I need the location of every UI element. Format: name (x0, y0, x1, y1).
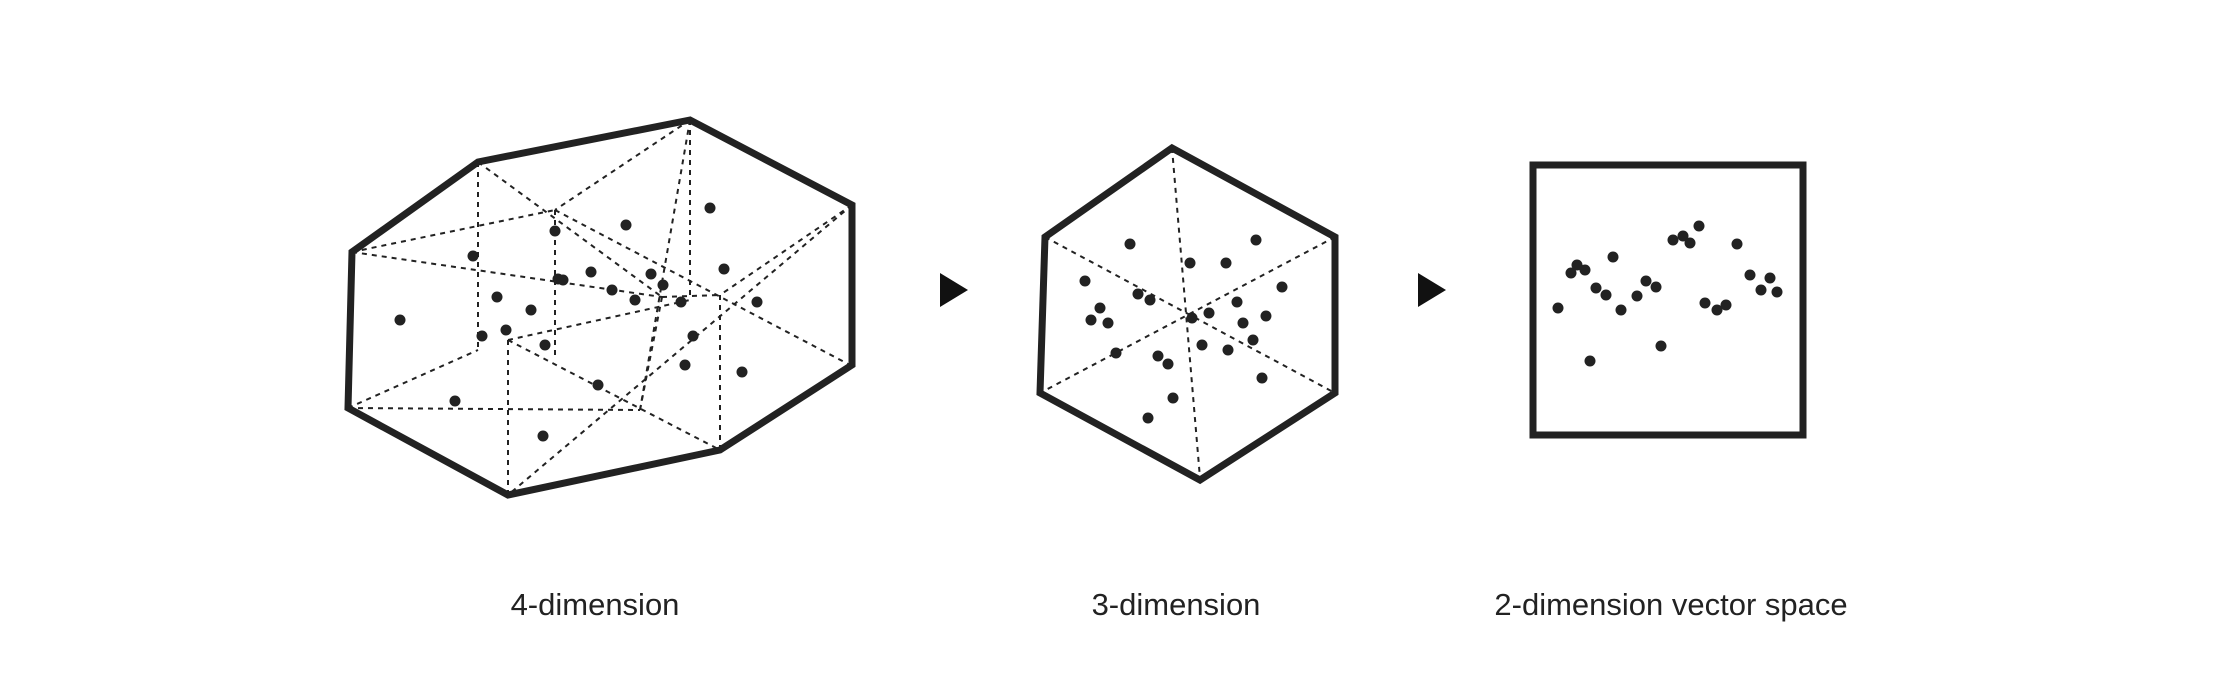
data-point (1699, 297, 1711, 309)
data-point (1152, 350, 1164, 362)
data-point (718, 263, 730, 275)
data-point (1631, 290, 1643, 302)
data-point (629, 294, 641, 306)
data-point (1693, 220, 1705, 232)
data-point (1667, 234, 1679, 246)
data-point (1607, 251, 1619, 263)
data-point (751, 296, 763, 308)
three-dimension-inner-edges (1039, 147, 1336, 479)
data-point (585, 266, 597, 278)
data-point (1142, 412, 1154, 424)
data-point (1711, 304, 1723, 316)
three-dimension-outline (1036, 143, 1339, 485)
data-point (1640, 275, 1652, 287)
data-point (1276, 281, 1288, 293)
data-point (1677, 230, 1689, 242)
data-point (1771, 286, 1783, 298)
data-point (1250, 234, 1262, 246)
data-point (1260, 310, 1272, 322)
data-point (1184, 257, 1196, 269)
label-four-dimension: 4-dimension (510, 587, 680, 622)
data-point (1222, 344, 1234, 356)
three-dimension-cube (1036, 143, 1339, 485)
data-point (537, 430, 549, 442)
data-point (1132, 288, 1144, 300)
data-point (1579, 264, 1591, 276)
two-dimension-outline (1529, 161, 1807, 439)
data-point (1655, 340, 1667, 352)
data-point (1167, 392, 1179, 404)
data-point (1590, 282, 1602, 294)
data-point (1720, 299, 1732, 311)
data-point (1764, 272, 1776, 284)
data-point (1615, 304, 1627, 316)
data-point (675, 296, 687, 308)
data-point (1755, 284, 1767, 296)
data-point (704, 202, 716, 214)
four-dimension-outline (344, 116, 856, 499)
four-dimension-inner-edges (347, 119, 853, 496)
data-point (449, 395, 461, 407)
data-point (1110, 347, 1122, 359)
data-point (1079, 275, 1091, 287)
data-point (1237, 317, 1249, 329)
data-point (1162, 358, 1174, 370)
data-point (1247, 334, 1259, 346)
data-point (1085, 314, 1097, 326)
data-point (736, 366, 748, 378)
data-point (491, 291, 503, 303)
data-point (1552, 302, 1564, 314)
data-point (606, 284, 618, 296)
data-point (1203, 307, 1215, 319)
data-point (687, 330, 699, 342)
two-dimension-points (1552, 220, 1783, 367)
three-dimension-points (1079, 234, 1288, 424)
data-point (525, 304, 537, 316)
data-point (1124, 238, 1136, 250)
data-point (1220, 257, 1232, 269)
data-point (679, 359, 691, 371)
data-point (557, 274, 569, 286)
data-point (1600, 289, 1612, 301)
data-point (1571, 259, 1583, 271)
data-point (1144, 294, 1156, 306)
data-point (1231, 296, 1243, 308)
data-point (1684, 237, 1696, 249)
right-triangle-arrow-icon (1418, 273, 1446, 307)
data-point (1256, 372, 1268, 384)
data-point (1731, 238, 1743, 250)
data-point (500, 324, 512, 336)
data-point (645, 268, 657, 280)
data-point (1584, 355, 1596, 367)
label-three-dimension: 3-dimension (1091, 587, 1261, 622)
data-point (1565, 267, 1577, 279)
data-point (1094, 302, 1106, 314)
data-point (394, 314, 406, 326)
data-point (467, 250, 479, 262)
data-point (620, 219, 632, 231)
data-point (592, 379, 604, 391)
data-point (549, 225, 561, 237)
data-point (476, 330, 488, 342)
data-point (1650, 281, 1662, 293)
right-triangle-arrow-icon (940, 273, 968, 307)
data-point (539, 339, 551, 351)
four-dimension-polytope (344, 116, 856, 499)
data-point (1744, 269, 1756, 281)
data-point (1102, 317, 1114, 329)
data-point (657, 279, 669, 291)
two-dimension-square (1529, 161, 1807, 439)
data-point (1196, 339, 1208, 351)
label-two-dimension-vector-space: 2-dimension vector space (1494, 587, 1848, 622)
data-point (1186, 312, 1198, 324)
four-dimension-points (394, 202, 763, 442)
